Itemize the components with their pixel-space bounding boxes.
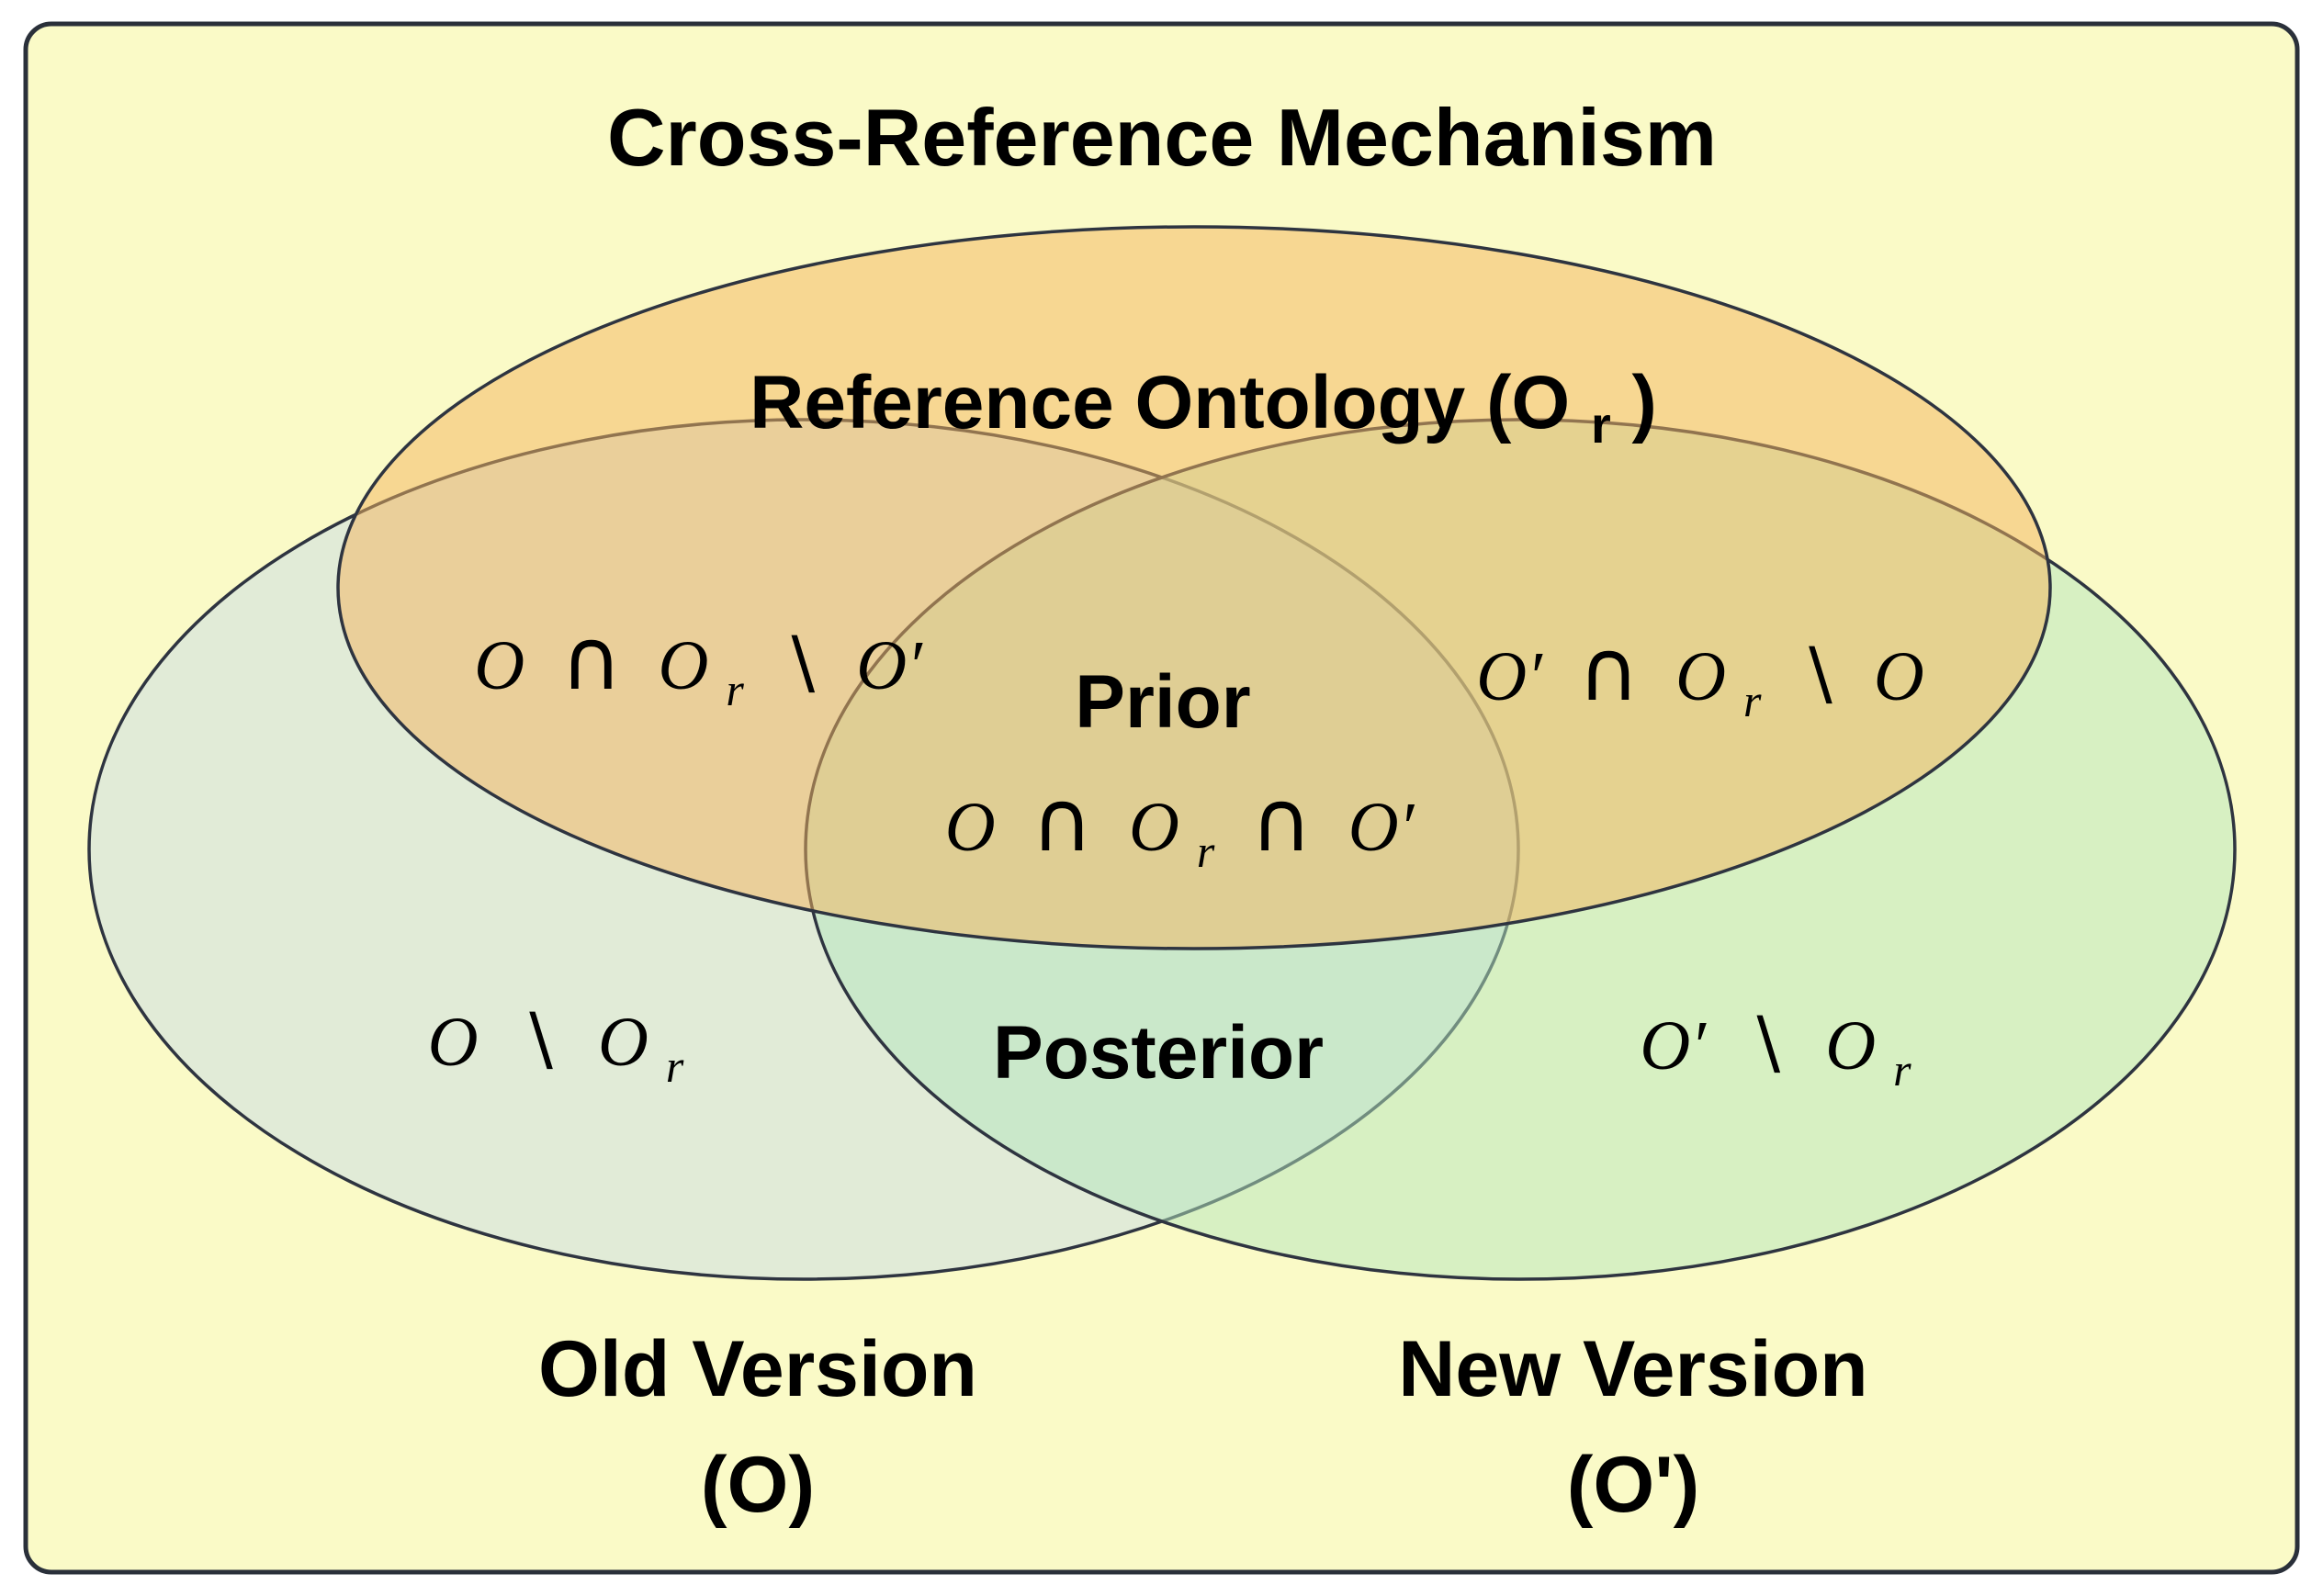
prior-formula: O ∩ O r ∩ O′ (945, 772, 1415, 882)
region-label-new-ref: O′ ∩ O r ∖ O (1476, 622, 1924, 732)
region-label-new-only: O′ ∖ O r (1640, 1004, 1911, 1096)
math-operand: O (658, 627, 708, 704)
new-version-label-line2: (O') (1567, 1441, 1700, 1529)
subscript: r (1743, 675, 1762, 726)
setminus-operator: ∖ (1743, 1004, 1787, 1085)
math-operand: O′ (856, 627, 923, 704)
old-version-label-line2: (O) (701, 1441, 815, 1529)
math-operand: O (598, 1004, 648, 1081)
set-label-text: Reference Ontology (O (750, 361, 1570, 444)
subscript: r (726, 664, 744, 715)
set-label-text: ) (1632, 361, 1657, 444)
intersection-operator: ∩ (1578, 622, 1640, 720)
math-operand: O′ (1348, 789, 1415, 866)
subscript: r (1591, 396, 1611, 454)
posterior-label: Posterior (993, 1011, 1324, 1095)
setminus-operator: ∖ (516, 1000, 560, 1082)
diagram-title: Cross-Reference Mechanism (607, 92, 1717, 183)
reference-ontology-ellipse (336, 225, 2052, 950)
old-version-label-line1: Old Version (538, 1325, 977, 1413)
prior-label: Prior (1075, 660, 1250, 744)
subscript: r (666, 1040, 684, 1092)
intersection-operator: ∩ (1032, 772, 1093, 871)
subscript: r (1197, 826, 1215, 877)
region-label-old-ref: O ∩ O r ∖ O′ (474, 611, 923, 721)
math-operand: O (474, 627, 524, 704)
setminus-operator: ∖ (1795, 635, 1839, 716)
math-operand: O (1874, 638, 1924, 715)
math-operand: O (1825, 1007, 1876, 1085)
math-operand: O′ (1476, 638, 1543, 715)
intersection-operator: ∩ (560, 611, 622, 709)
math-operand: O′ (1640, 1007, 1707, 1085)
new-version-label-line1: New Version (1398, 1325, 1867, 1413)
math-operand: O (1675, 638, 1726, 715)
math-operand: O (428, 1004, 479, 1081)
reference-ontology-label: Reference Ontology (O r ) (750, 361, 1657, 459)
math-operand: O (945, 789, 996, 866)
math-operand: O (1129, 789, 1179, 866)
region-label-old-only: O ∖ O r (428, 1000, 684, 1092)
intersection-operator: ∩ (1250, 772, 1312, 871)
setminus-operator: ∖ (778, 624, 822, 705)
subscript: r (1893, 1044, 1911, 1096)
